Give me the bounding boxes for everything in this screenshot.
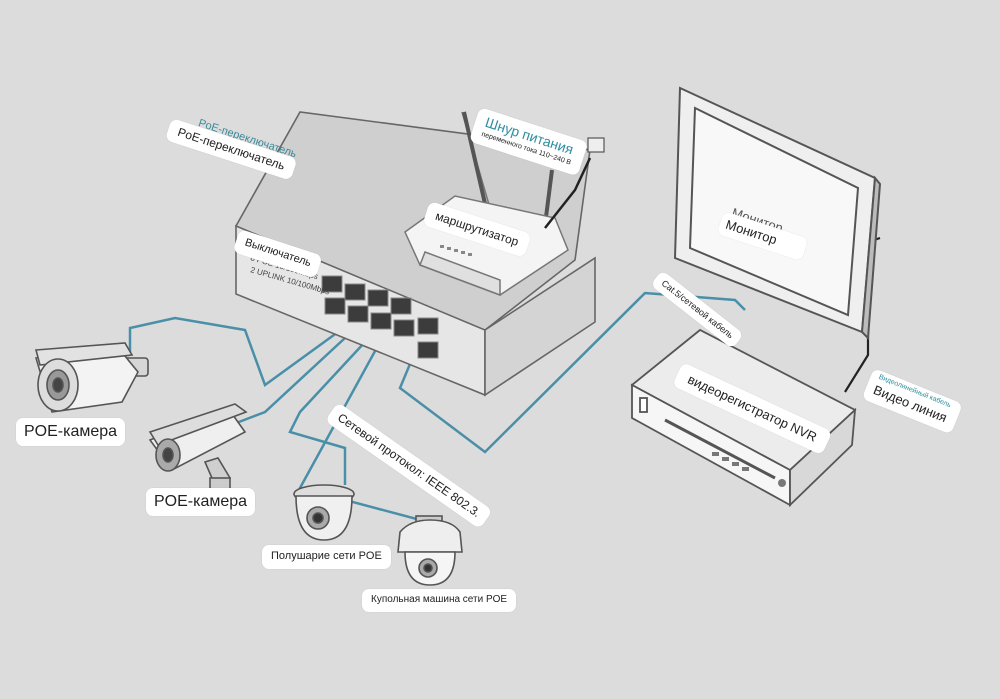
poe-hemisphere-device — [293, 484, 355, 541]
poe-camera-1-device — [34, 342, 149, 413]
cable-camera-1 — [128, 316, 339, 387]
label-poe-dome: Купольная машина сети POE — [362, 589, 517, 612]
label-poe-hemisphere: Полушарие сети POE — [262, 545, 391, 569]
poe-dome-device — [397, 515, 463, 586]
power-outlet-icon — [587, 137, 605, 153]
monitor-device — [673, 86, 882, 341]
power-cord — [544, 137, 605, 229]
cable-nvr — [398, 291, 746, 454]
label-poe-camera-2: POE-камера — [146, 488, 256, 516]
label-poe-camera-1: POE-камера — [16, 418, 126, 446]
cable-hemisphere — [288, 341, 366, 485]
poe-camera-2-device — [148, 403, 248, 493]
